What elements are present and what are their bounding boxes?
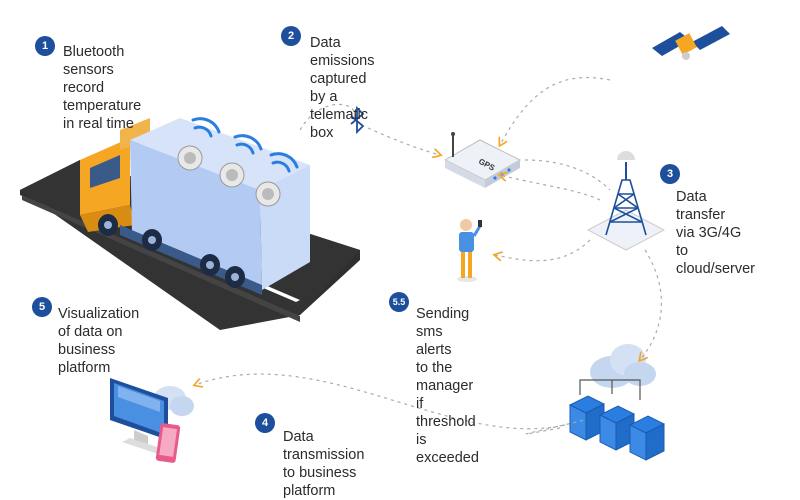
step-3-badge: 3 — [660, 164, 680, 184]
temperature-sensor-icon — [219, 162, 245, 188]
signal-waves-icon — [191, 117, 299, 173]
cloud-server-icon — [568, 344, 666, 461]
temperature-sensor-icon — [177, 145, 203, 171]
step-5-label: Visualization of data on business platfo… — [58, 306, 140, 376]
step-5-5-label: Sending sms alerts to the manager if thr… — [416, 306, 479, 466]
step-2-badge: 2 — [281, 26, 301, 46]
truck — [80, 118, 310, 295]
step-4-label: Data transmission to business platform — [283, 429, 365, 499]
bluetooth-icon — [350, 105, 365, 135]
step-4-badge: 4 — [255, 413, 275, 433]
temperature-sensor-icon — [255, 181, 281, 207]
data-flow-connectors — [195, 76, 662, 435]
business-platform-devices-icon — [110, 378, 194, 463]
satellite-icon — [652, 26, 730, 60]
server-rack — [568, 395, 666, 461]
step-1-badge: 1 — [35, 36, 55, 56]
step-1-label: Bluetooth sensors record temperature in … — [63, 44, 142, 132]
cell-tower-icon — [586, 151, 666, 251]
gps-telematic-box: GPS — [443, 132, 522, 188]
step-3-label: Data transfer via 3G/4G to cloud/server — [676, 189, 755, 277]
step-5-badge: 5 — [32, 297, 52, 317]
step-5-5-badge: 5.5 — [389, 292, 409, 312]
manager-person-icon — [457, 219, 482, 282]
step-2-label: Data emissions captured by a telematic b… — [310, 35, 375, 141]
